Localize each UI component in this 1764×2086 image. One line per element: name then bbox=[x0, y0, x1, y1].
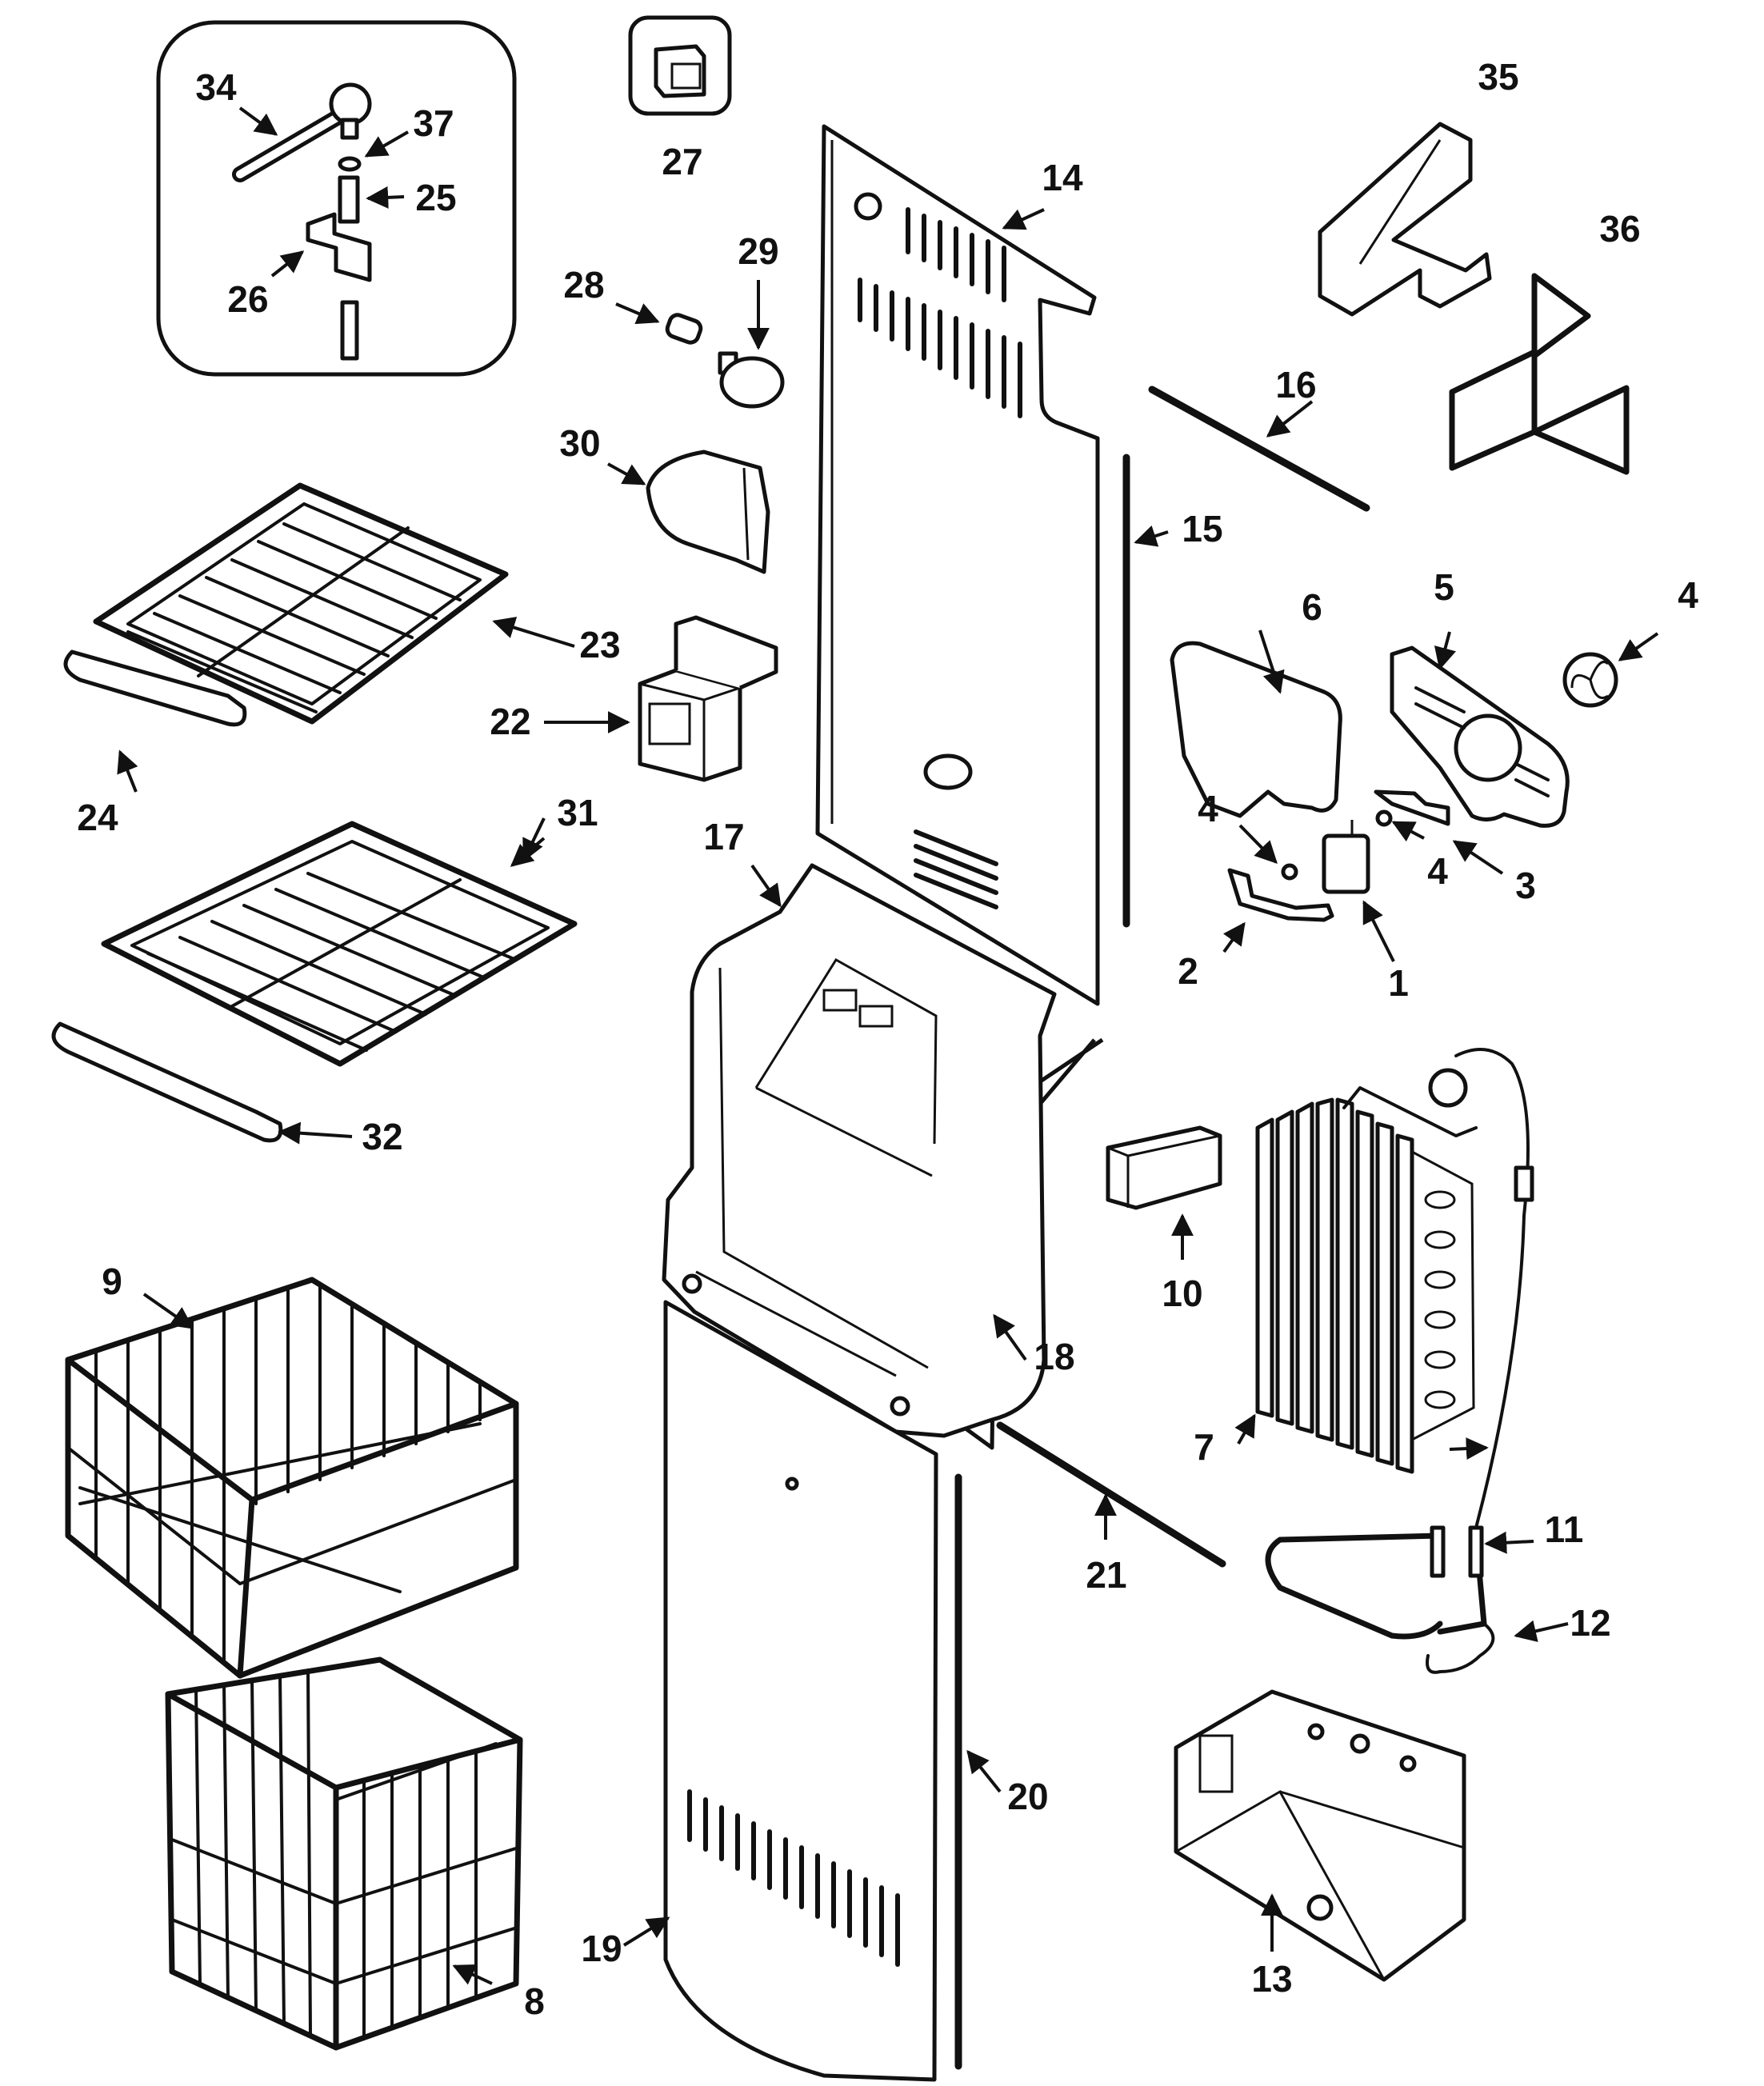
callout-22: 21 bbox=[1086, 1554, 1126, 1596]
callout-31: 30 bbox=[559, 422, 600, 464]
callout-1: 1 bbox=[1388, 962, 1409, 1004]
part-31-light-cover bbox=[646, 450, 770, 574]
part-35-bracket bbox=[1318, 122, 1492, 317]
callout-5: 4 bbox=[1678, 574, 1698, 616]
callout-18: 17 bbox=[703, 816, 744, 857]
part-6-fan-shroud bbox=[1390, 645, 1570, 828]
part-23-chute bbox=[638, 615, 778, 782]
part-25-shelf-trim bbox=[63, 649, 247, 727]
part-13-wire bbox=[1426, 1622, 1495, 1674]
part-30-light-bulb bbox=[718, 351, 785, 409]
callout-36: 36 bbox=[1599, 208, 1640, 250]
detail-inset bbox=[156, 20, 517, 377]
callout-26: 25 bbox=[415, 177, 456, 218]
part-33-shelf-trim bbox=[51, 1021, 283, 1143]
part-3-bracket bbox=[1374, 789, 1450, 826]
part-10-wire-basket bbox=[65, 1277, 519, 1679]
callout-2: 2 bbox=[1178, 950, 1198, 992]
part-32-wire-shelf bbox=[101, 821, 578, 1067]
part-22-seal-strip bbox=[996, 1421, 1226, 1568]
part-18-evaporator-cover bbox=[662, 863, 1057, 1438]
callout-4b: 4 bbox=[1427, 850, 1448, 892]
callout-12: 11 bbox=[1545, 1509, 1584, 1550]
callout-16: 15 bbox=[1182, 508, 1222, 549]
part-7-insulation bbox=[1170, 641, 1342, 818]
callout-37: 37 bbox=[413, 102, 454, 144]
part-2-motor-bracket bbox=[1227, 868, 1334, 922]
callout-11: 10 bbox=[1162, 1273, 1202, 1314]
callout-10: 9 bbox=[102, 1261, 122, 1302]
callout-3: 3 bbox=[1515, 865, 1536, 906]
callout-28: 27 bbox=[662, 141, 702, 182]
part-28-switch bbox=[628, 15, 732, 116]
part-24-wire-shelf bbox=[93, 482, 509, 725]
part-9-wire-basket bbox=[165, 1656, 523, 2051]
part-11-defrost-thermostat bbox=[1106, 1125, 1222, 1210]
part-4-nut bbox=[1281, 863, 1298, 881]
callout-30: 29 bbox=[738, 230, 778, 272]
callout-32: 31 bbox=[557, 792, 598, 833]
part-29-light-socket bbox=[665, 313, 703, 345]
callout-25: 24 bbox=[77, 797, 118, 838]
callout-29: 28 bbox=[563, 264, 604, 306]
part-5-fan-blade bbox=[1562, 652, 1618, 708]
callout-21: 20 bbox=[1007, 1776, 1048, 1817]
part-1-fan-motor bbox=[1322, 820, 1370, 894]
callout-35: 35 bbox=[1478, 56, 1518, 98]
part-8-evaporator-coil bbox=[1255, 1086, 1478, 1474]
callout-27: 26 bbox=[227, 278, 268, 320]
callout-6: 5 bbox=[1434, 566, 1454, 608]
part-17-seal-strip bbox=[1148, 386, 1370, 512]
part-15-upper-rear-panel bbox=[815, 124, 1100, 1006]
part-20-lower-rear-panel bbox=[663, 1300, 938, 2082]
callout-13: 12 bbox=[1570, 1602, 1610, 1644]
callout-9: 8 bbox=[524, 1980, 545, 2022]
part-4-nut bbox=[1375, 809, 1393, 827]
callout-4a: 4 bbox=[1198, 788, 1218, 829]
callout-33: 32 bbox=[362, 1116, 402, 1157]
callout-34: 34 bbox=[195, 66, 237, 108]
callout-24: 23 bbox=[579, 624, 620, 665]
part-14-drain-pan bbox=[1174, 1689, 1466, 1982]
callout-23: 22 bbox=[490, 701, 530, 742]
callout-14: 13 bbox=[1251, 1958, 1292, 2000]
callout-17: 16 bbox=[1275, 364, 1316, 406]
leader-lines bbox=[117, 106, 1659, 1985]
callout-19: 18 bbox=[1034, 1336, 1074, 1377]
callout-8: 7 bbox=[1194, 1426, 1214, 1468]
callout-7: 6 bbox=[1302, 586, 1322, 628]
part-36-wire-frame bbox=[1449, 273, 1630, 475]
callout-labels: 34 37 25 26 27 28 29 30 23 22 24 31 32 1… bbox=[77, 56, 1698, 2022]
callout-20: 19 bbox=[581, 1928, 622, 1969]
callout-15: 14 bbox=[1042, 157, 1083, 198]
